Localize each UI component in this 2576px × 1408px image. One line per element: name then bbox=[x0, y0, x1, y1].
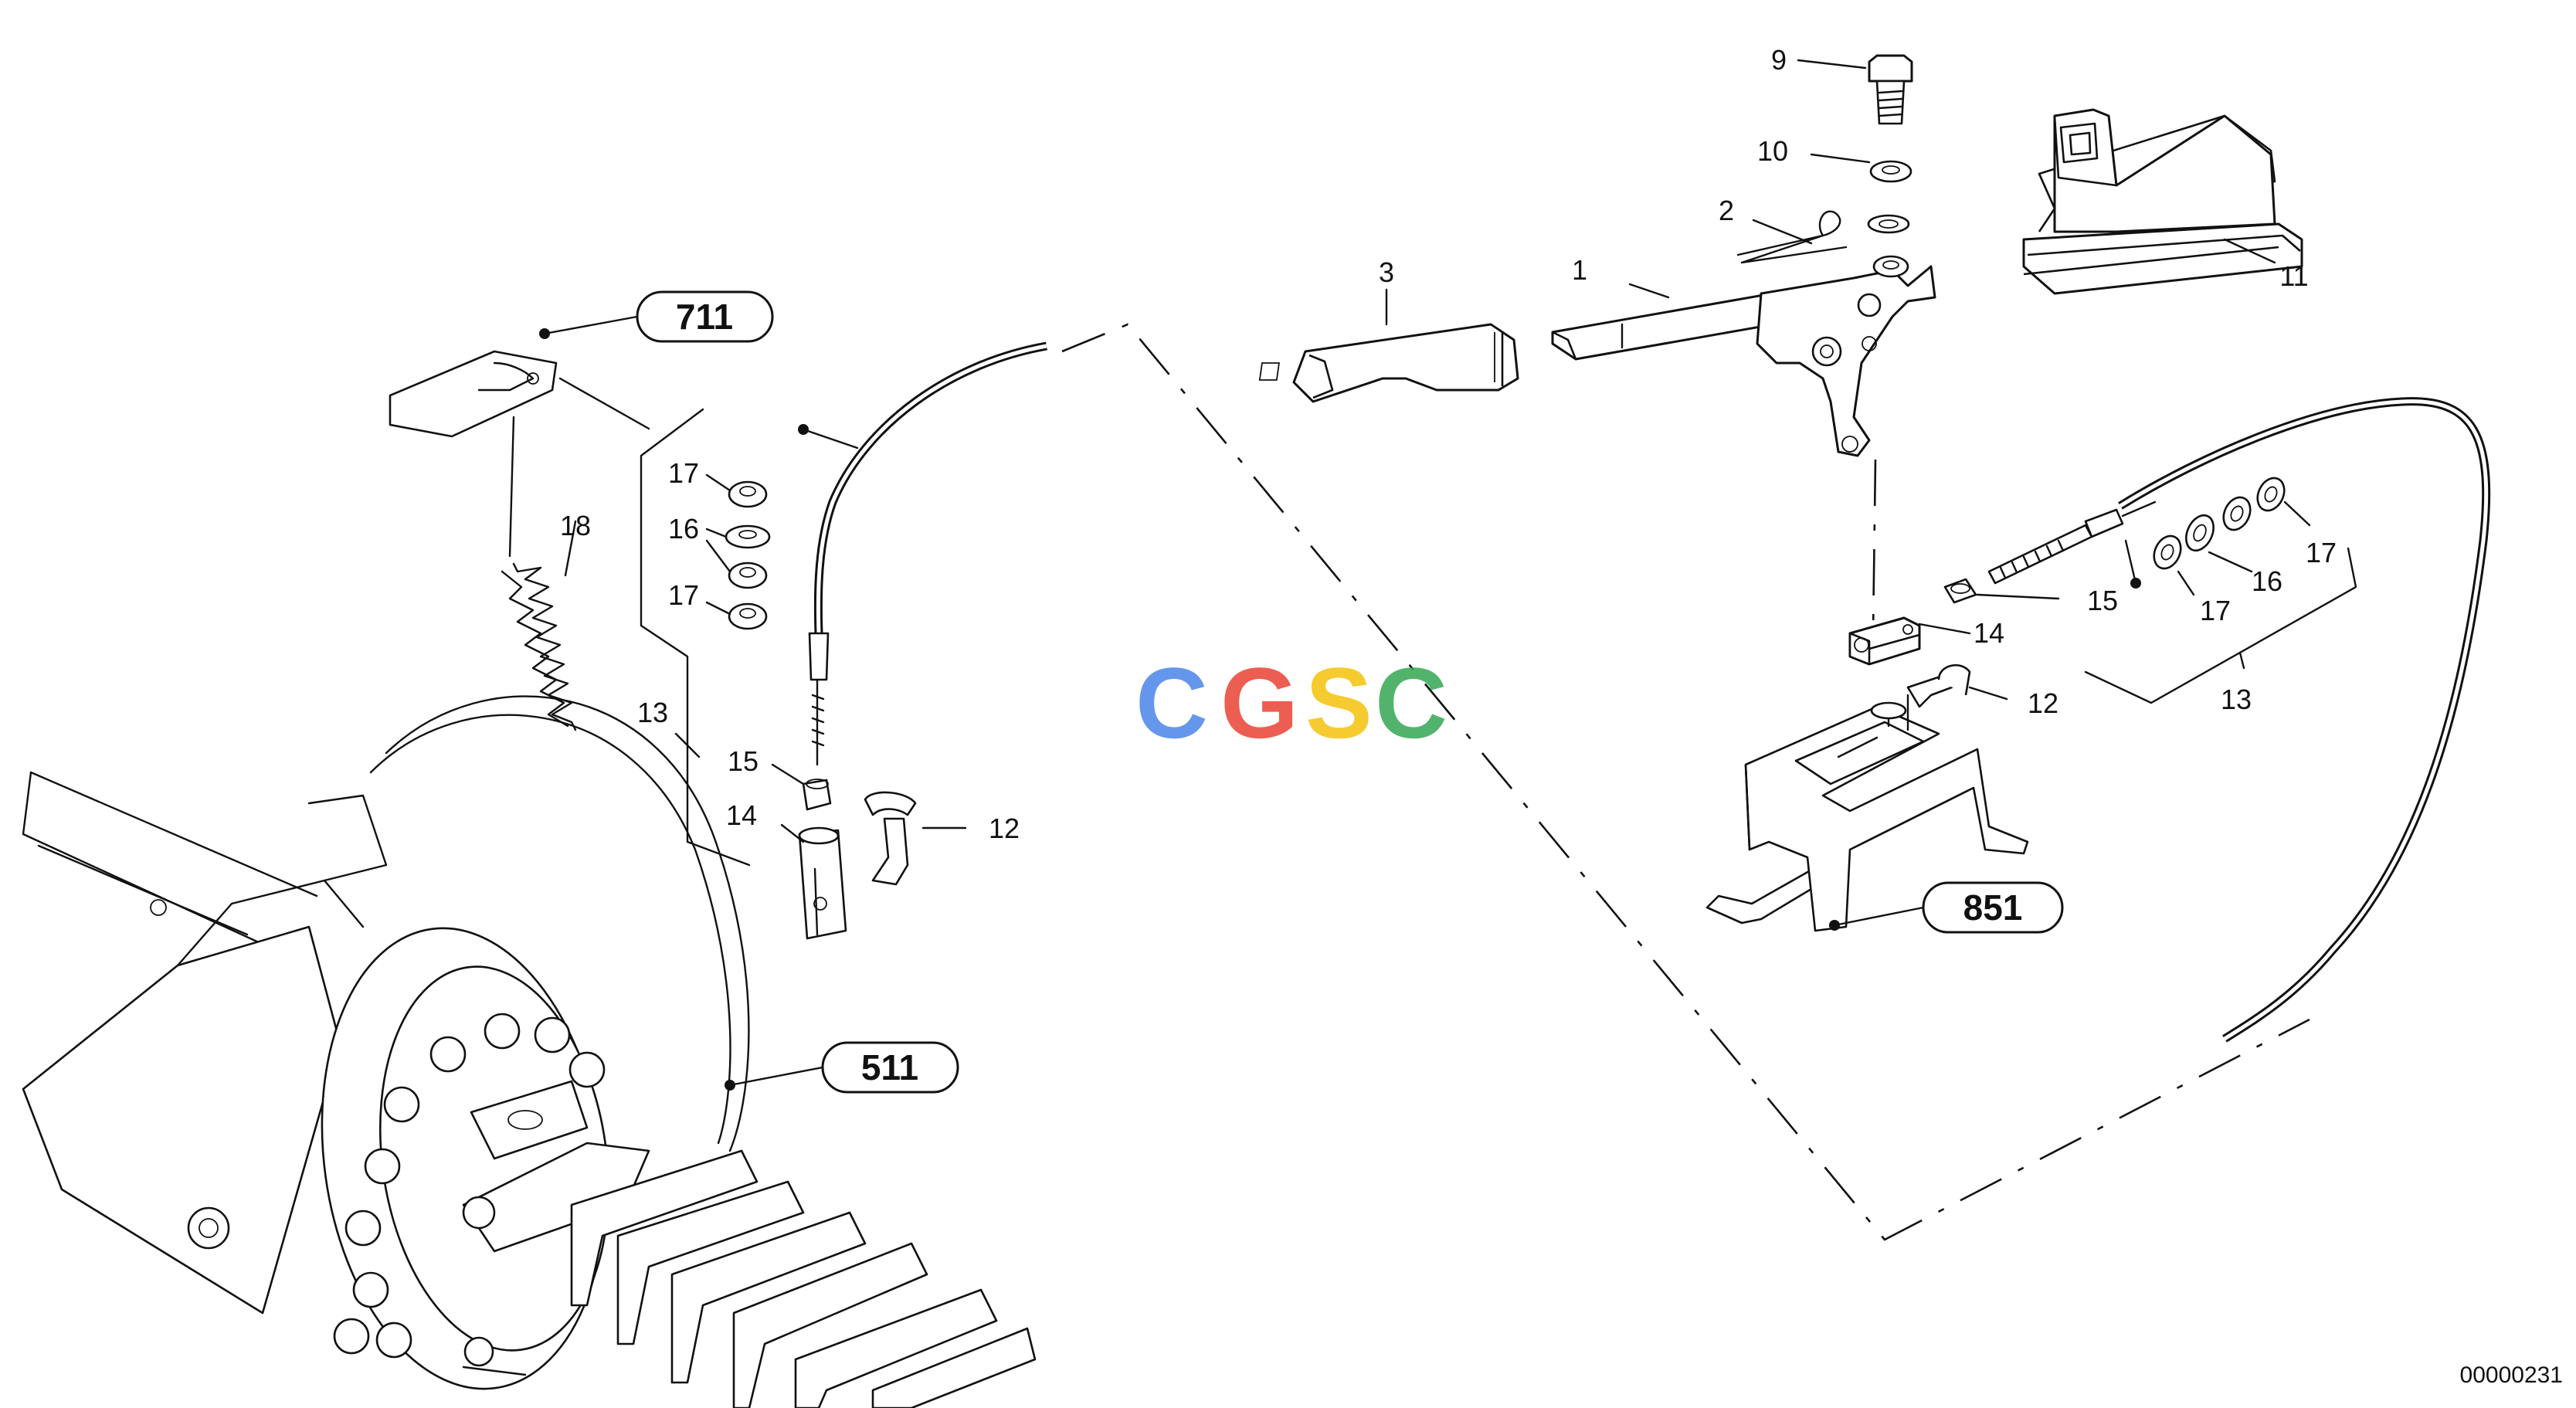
svg-text:851: 851 bbox=[1963, 887, 2023, 928]
callout-18: 18 bbox=[560, 510, 591, 541]
callout-17-left-top: 17 bbox=[668, 457, 699, 489]
callout-15-right: 15 bbox=[2087, 585, 2118, 616]
brake-shoe-stack bbox=[570, 1149, 1037, 1408]
lever-boot bbox=[2022, 108, 2303, 295]
washer-stack-left bbox=[725, 480, 771, 630]
right-kit bbox=[1848, 477, 2357, 708]
left-kit bbox=[558, 377, 967, 940]
washer-row-right bbox=[2153, 477, 2286, 570]
callout-16-left: 16 bbox=[668, 513, 699, 545]
handle-grip bbox=[1258, 288, 1519, 403]
callout-9: 9 bbox=[1771, 44, 1787, 76]
spring-and-plate bbox=[389, 350, 577, 731]
reference-leaders bbox=[539, 315, 1925, 1091]
callout-16-right: 16 bbox=[2252, 565, 2282, 597]
callout-17-left-bottom: 17 bbox=[668, 579, 699, 611]
brake-cable-right bbox=[2118, 397, 2491, 1043]
callout-13-right: 13 bbox=[2221, 684, 2252, 715]
svg-text:C: C bbox=[1375, 646, 1448, 759]
callout-15-left: 15 bbox=[728, 745, 759, 777]
hand-brake-lever bbox=[1551, 210, 1936, 457]
mounting-bracket bbox=[1705, 694, 2029, 932]
drawing-number: 00000231 bbox=[2460, 1362, 2563, 1388]
callout-14-right: 14 bbox=[1974, 617, 2004, 649]
brake-cable-left bbox=[798, 341, 1047, 766]
axle-assembly bbox=[22, 695, 1037, 1408]
cgsc-watermark: C G S C bbox=[1135, 646, 1448, 759]
ref-711-label[interactable]: 711 bbox=[636, 290, 774, 343]
svg-text:511: 511 bbox=[861, 1047, 918, 1087]
svg-text:711: 711 bbox=[676, 297, 733, 337]
callout-1: 1 bbox=[1572, 254, 1587, 286]
callout-10: 10 bbox=[1757, 135, 1788, 167]
callout-3: 3 bbox=[1379, 256, 1394, 288]
callout-2: 2 bbox=[1719, 195, 1734, 226]
bolt-and-nut bbox=[1797, 54, 1913, 634]
callout-13-left: 13 bbox=[637, 697, 668, 728]
callout-12-left: 12 bbox=[989, 813, 1020, 844]
callout-14-left: 14 bbox=[726, 799, 757, 831]
svg-text:C: C bbox=[1135, 646, 1208, 759]
callout-17-right-b: 17 bbox=[2306, 537, 2337, 568]
callout-17-right-a: 17 bbox=[2200, 595, 2231, 626]
ref-511-label[interactable]: 511 bbox=[821, 1041, 959, 1094]
wheel-bolts bbox=[333, 1013, 606, 1359]
part-callouts: 1 2 3 9 10 11 12 12 13 13 14 14 15 15 16… bbox=[560, 44, 2337, 844]
callout-12-right: 12 bbox=[2028, 687, 2058, 719]
svg-text:G: G bbox=[1220, 646, 1298, 759]
svg-text:S: S bbox=[1305, 646, 1373, 759]
callout-11: 11 bbox=[2279, 260, 2308, 292]
ref-851-label[interactable]: 851 bbox=[1922, 881, 2064, 934]
linkage-center-line bbox=[1061, 323, 2310, 1241]
